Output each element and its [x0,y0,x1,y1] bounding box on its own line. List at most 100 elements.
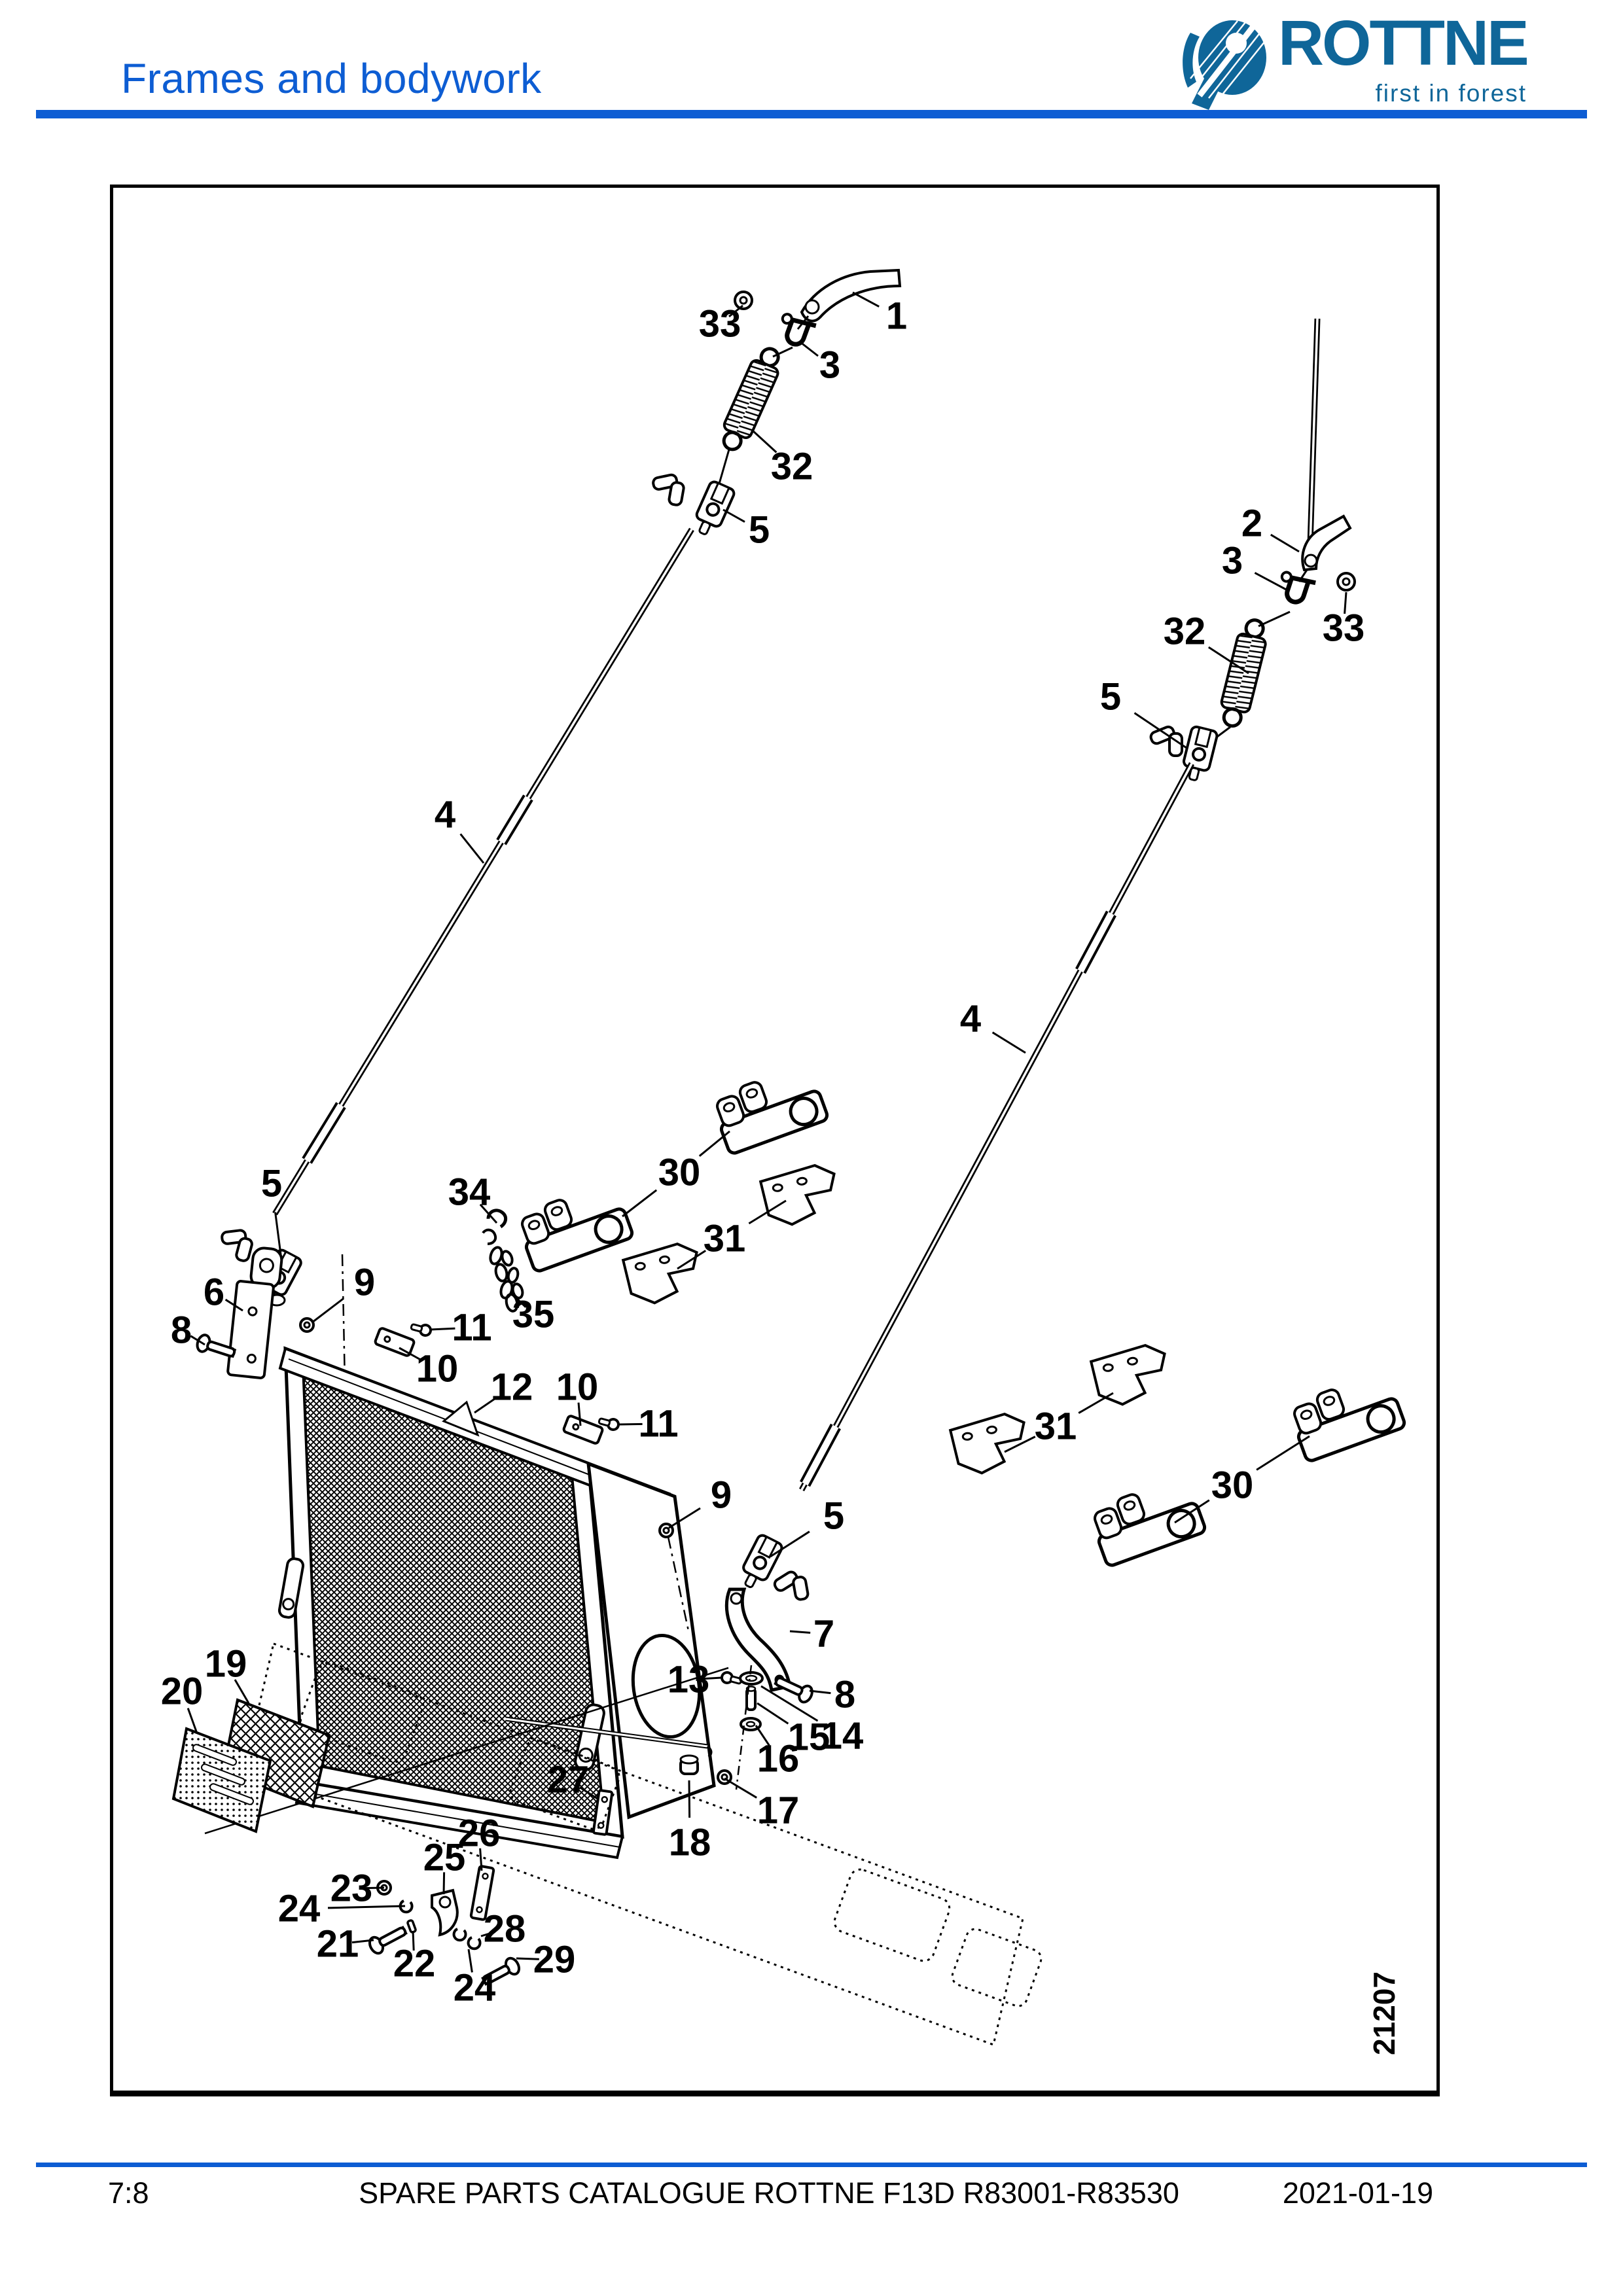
part-radiator-side-wing [586,1461,716,1820]
part-rod-4-right [799,762,1194,1492]
callout-number-32: 32 [771,446,813,488]
callout-8: 8 [809,1674,855,1716]
callout-number-35: 35 [512,1294,555,1336]
callout-number-31: 31 [1035,1405,1077,1448]
callout-number-26: 26 [458,1812,501,1855]
callout-32: 32 [752,430,813,488]
callout-10: 10 [556,1366,599,1426]
footer-date: 2021-01-19 [1282,2176,1433,2210]
callout-22: 22 [393,1930,435,1985]
callout-31: 31 [1004,1392,1114,1453]
callout-leader [190,1335,205,1346]
callout-leader [1078,1392,1114,1414]
callout-number-10: 10 [556,1366,599,1409]
centerline-fasteners [735,1665,753,1790]
centerline-mid [667,1536,690,1634]
callout-number-3: 3 [819,344,840,387]
part-nut-9-left [299,1317,315,1333]
callout-number-16: 16 [757,1738,800,1780]
callout-leader [399,1347,423,1362]
callout-number-18: 18 [669,1822,711,1864]
callout-number-8: 8 [171,1309,192,1352]
callout-leader [479,1848,483,1871]
callout-number-5: 5 [823,1495,844,1538]
callout-leader [480,1930,496,1937]
callout-number-30: 30 [1211,1464,1254,1507]
callout-8: 8 [171,1309,205,1352]
callout-number-14: 14 [821,1715,864,1757]
callout-number-17: 17 [757,1790,800,1832]
callout-3: 3 [800,341,840,387]
callout-leader [474,1396,498,1414]
callout-10: 10 [399,1347,459,1390]
callout-leader [274,1212,283,1260]
assembly-line-grille [204,1667,729,1835]
callout-leader [852,291,880,308]
part-bracket-30-right-lower [1088,1475,1207,1567]
callout-24: 24 [278,1888,406,1930]
callout-31: 31 [677,1199,787,1270]
callout-23: 23 [330,1867,385,1910]
callout-26: 26 [458,1812,501,1871]
callout-number-32: 32 [1164,610,1206,653]
callout-leader [748,1199,787,1225]
rottne-logo-wordmark: ROTTNE [1278,7,1529,79]
part-clevis-5-left [688,478,737,540]
exploded-parts-diagram: 21207 1333325233332544534963581011123031… [161,268,1436,2055]
part-rod-4-left [272,527,694,1216]
callout-number-27: 27 [547,1759,590,1801]
callout-number-21: 21 [317,1923,359,1966]
callout-leader [757,1702,789,1725]
callout-leader [728,304,743,317]
callout-leader [1174,1499,1210,1524]
callout-14: 14 [760,1685,864,1757]
part-bracket-30-center-lower [515,1180,634,1273]
callout-number-6: 6 [204,1271,224,1314]
callout-leader [800,341,819,357]
callout-7: 7 [789,1613,834,1655]
part-pin-22 [406,1919,417,1934]
part-support-rod [505,1716,713,1758]
callout-leader [1254,572,1289,592]
callout-number-25: 25 [423,1837,466,1879]
callout-28: 28 [480,1908,526,1951]
callout-number-31: 31 [704,1218,746,1260]
callout-18: 18 [669,1780,711,1864]
part-spring-32-right [1217,617,1271,730]
callout-number-28: 28 [484,1908,526,1951]
callout-4: 4 [960,998,1026,1054]
callout-leader [991,1031,1026,1054]
callout-9: 9 [668,1474,732,1529]
callout-leader [1207,646,1249,675]
callout-5: 5 [770,1495,844,1558]
page-title: Frames and bodywork [121,55,542,102]
callout-3: 3 [1222,540,1289,592]
callout-leader [755,1725,770,1746]
callout-11: 11 [618,1403,679,1445]
callout-leader [1344,592,1347,614]
part-plate-31-center-upper [758,1162,840,1229]
part-chain-35 [489,1246,524,1313]
callout-leader [722,508,745,523]
callout-number-11: 11 [638,1403,678,1445]
callout-9: 9 [312,1262,375,1324]
callout-number-24: 24 [278,1888,321,1930]
callout-35: 35 [512,1294,555,1336]
callout-leader [1270,533,1300,553]
part-cap-18 [679,1754,699,1775]
bodywork-panel-outline [243,1642,1043,2046]
callout-leader [187,1708,198,1734]
part-plate-31-right-lower [948,1411,1030,1477]
callout-5: 5 [1100,676,1187,749]
callout-leader [516,1957,539,1960]
callout-number-4: 4 [435,794,455,836]
callout-number-29: 29 [533,1939,576,1981]
callout-number-2: 2 [1241,503,1262,545]
callout-leader [479,1203,498,1224]
part-hook-34b [480,1228,497,1246]
callout-12: 12 [474,1366,533,1414]
part-cupwasher-14 [739,1671,764,1686]
callout-number-30: 30 [658,1152,701,1194]
callout-number-10: 10 [416,1348,459,1390]
